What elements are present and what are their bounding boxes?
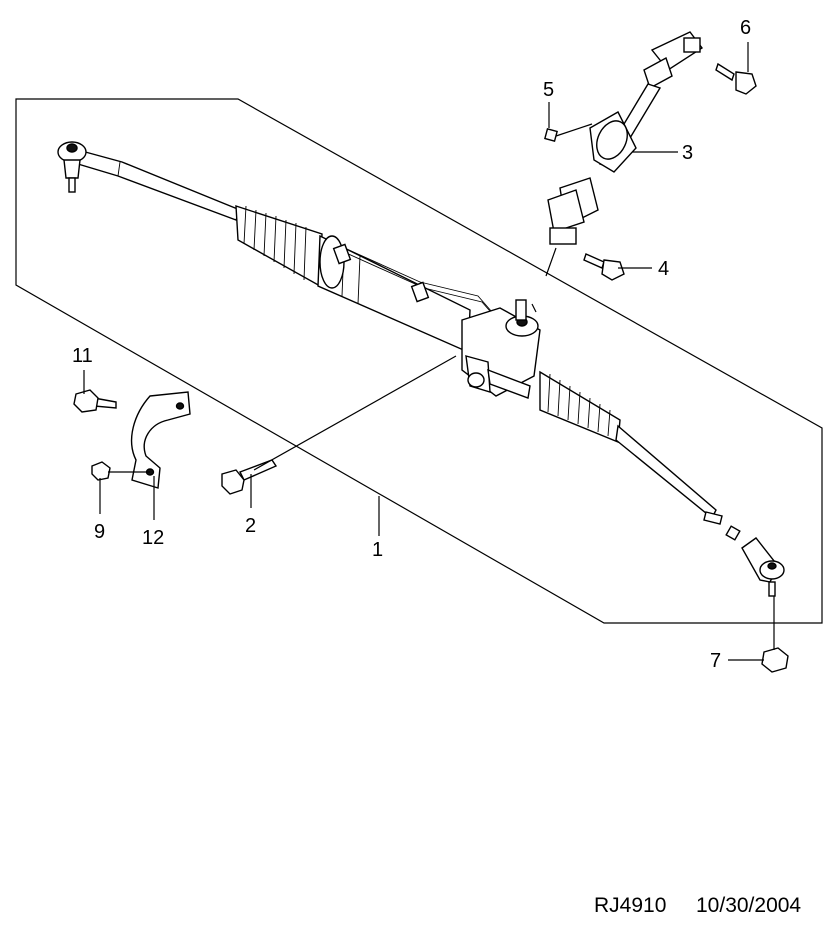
assembly-outline <box>15 98 823 624</box>
callout-7: 7 <box>710 650 721 672</box>
bolt-6 <box>715 62 757 95</box>
callout-12: 12 <box>142 527 164 549</box>
left-boot <box>235 205 323 288</box>
nut-9 <box>91 461 111 481</box>
callout-6: 6 <box>740 17 751 39</box>
callout-3: 3 <box>682 142 693 164</box>
callout-4: 4 <box>658 258 669 280</box>
callout-11: 11 <box>72 345 93 367</box>
clamp-12 <box>130 391 191 489</box>
intermediate-shaft <box>547 31 704 245</box>
callout-5: 5 <box>543 79 554 101</box>
bolt-11 <box>73 389 117 413</box>
right-boot <box>539 370 621 444</box>
callout-9: 9 <box>94 521 105 543</box>
diagram-date: 10/30/2004 <box>696 894 801 917</box>
steering-rack-assembly <box>57 141 785 597</box>
nut-5 <box>544 128 558 142</box>
diagram-code: RJ4910 <box>594 894 666 917</box>
bolt-4 <box>583 253 625 281</box>
callout-1: 1 <box>372 539 383 561</box>
leader-lines <box>83 42 775 661</box>
callout-2: 2 <box>245 515 256 537</box>
nut-7 <box>761 647 789 673</box>
bolt-2 <box>221 459 278 495</box>
